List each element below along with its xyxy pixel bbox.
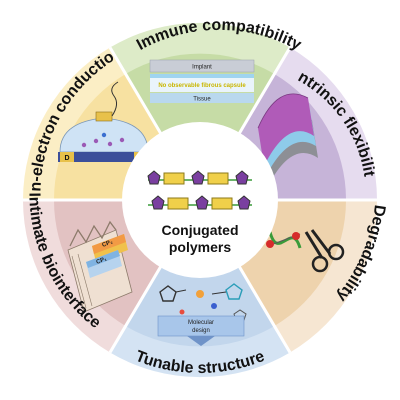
molecular-design-label-1: Molecular [188, 320, 214, 326]
molecular-design-icon: Molecular design [157, 283, 247, 346]
immune-panel: Implant No observable fibrous capsule Ti… [149, 59, 255, 103]
fibrous-capsule-label: No observable fibrous capsule [158, 83, 246, 89]
polymer-chain-bottom [148, 195, 252, 210]
biointerface-device-icon: CP₂ CP₁ [67, 220, 133, 313]
cp1-label: CP₁ [96, 256, 109, 266]
drain-label: D [64, 155, 69, 162]
center-hub: Conjugated polymers [122, 122, 278, 278]
tissue-label: Tissue [193, 97, 211, 103]
cp2-label: CP₂ [101, 239, 114, 249]
scissors-icon [304, 229, 345, 273]
center-title-line2: polymers [169, 239, 231, 255]
flexible-film-icon [257, 93, 318, 186]
polymer-chain-top [147, 170, 252, 185]
degradability-icon [266, 229, 345, 273]
transistor-icon: D S [58, 81, 150, 162]
center-title-line1: Conjugated [162, 222, 239, 238]
implant-label: Implant [192, 65, 212, 71]
molecular-design-label-2: design [192, 328, 210, 334]
